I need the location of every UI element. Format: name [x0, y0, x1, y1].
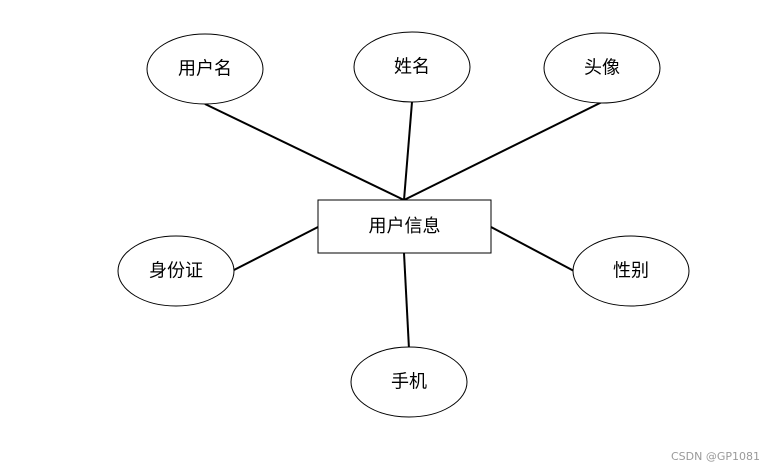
edge-entity-gender [490, 226, 575, 272]
attribute-idcard: 身份证 [117, 235, 235, 307]
entity-user-info: 用户信息 [317, 199, 492, 254]
attribute-gender: 性别 [572, 235, 690, 307]
attribute-avatar: 头像 [543, 32, 661, 104]
edge-entity-idcard [231, 226, 319, 272]
attribute-name: 姓名 [353, 31, 471, 103]
attribute-label: 性别 [613, 261, 649, 282]
edge-entity-username [204, 103, 405, 201]
attribute-label: 手机 [391, 372, 427, 393]
attribute-username: 用户名 [146, 33, 264, 105]
watermark: CSDN @GP1081 [670, 450, 760, 463]
edge-entity-avatar [403, 101, 603, 201]
edge-entity-phone [403, 252, 410, 350]
attribute-label: 身份证 [149, 261, 203, 282]
edge-entity-name [403, 101, 413, 201]
attribute-label: 用户名 [178, 59, 232, 80]
entity-label: 用户信息 [369, 216, 441, 237]
attribute-phone: 手机 [350, 346, 468, 418]
attribute-label: 姓名 [394, 57, 430, 78]
attribute-label: 头像 [584, 58, 620, 79]
